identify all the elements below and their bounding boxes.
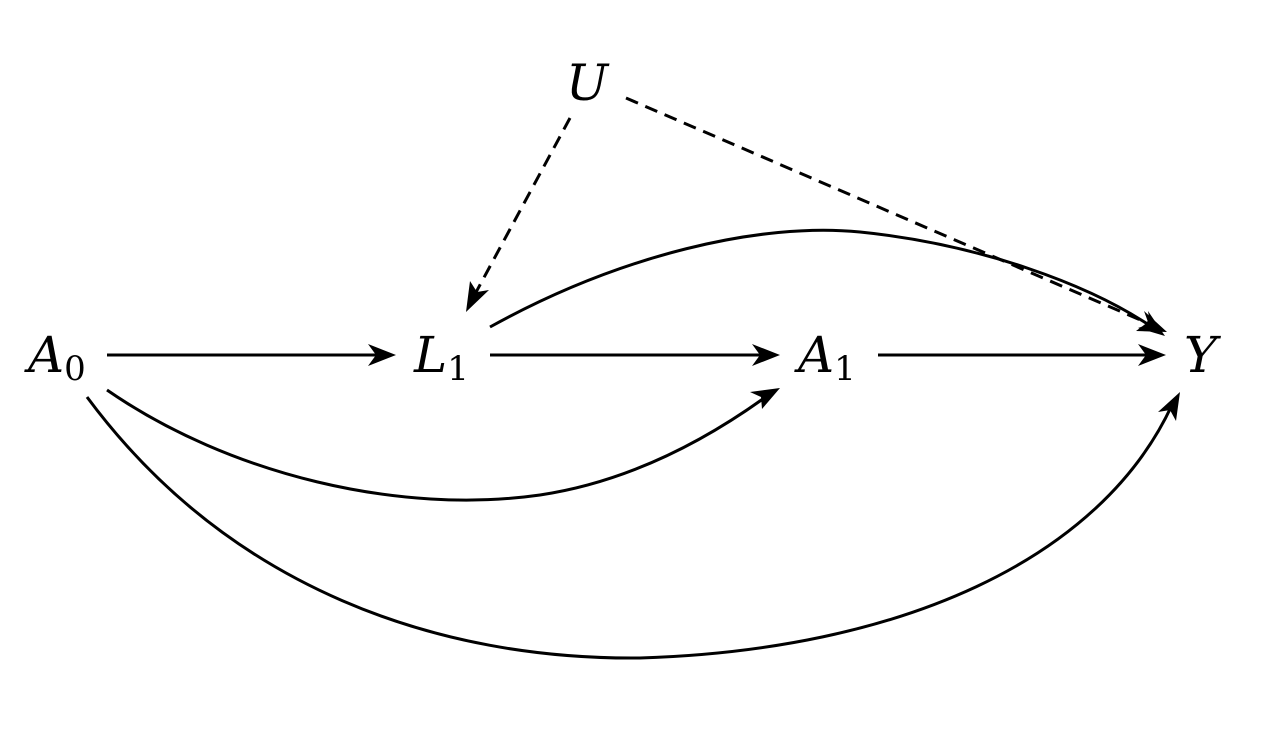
arrowhead-l1-a1 — [752, 344, 780, 366]
node-a0: A0 — [24, 326, 86, 389]
edge-a0-y — [85, 396, 1174, 660]
edge-u-y — [625, 96, 1153, 327]
node-a0-label: A — [24, 326, 64, 384]
node-l1-label: L — [413, 326, 447, 384]
node-a1: A1 — [794, 326, 856, 389]
node-l1: L1 — [413, 326, 469, 389]
edges — [85, 96, 1180, 660]
node-u: U — [566, 54, 610, 112]
arrowhead-a0-y — [1158, 392, 1180, 421]
node-y-label: Y — [1184, 326, 1221, 384]
node-l1-subscript: 1 — [447, 349, 469, 389]
arrowhead-a1-y — [1138, 344, 1166, 366]
edge-a0-a1 — [106, 388, 768, 502]
arrowhead-u-y — [1136, 311, 1167, 332]
node-a1-label: A — [794, 326, 834, 384]
edge-u-l1 — [472, 117, 572, 297]
edge-l1-y — [489, 228, 1153, 329]
node-a1-subscript: 1 — [834, 349, 856, 389]
arrowhead-a0-a1 — [750, 388, 780, 409]
node-a0-subscript: 0 — [64, 349, 86, 389]
node-u-label: U — [566, 54, 610, 112]
node-y: Y — [1184, 326, 1221, 384]
nodes: A0 L1 A1 Y U — [24, 54, 1221, 389]
arrowhead-a0-l1 — [368, 344, 396, 366]
arrowhead-u-l1 — [466, 281, 489, 312]
